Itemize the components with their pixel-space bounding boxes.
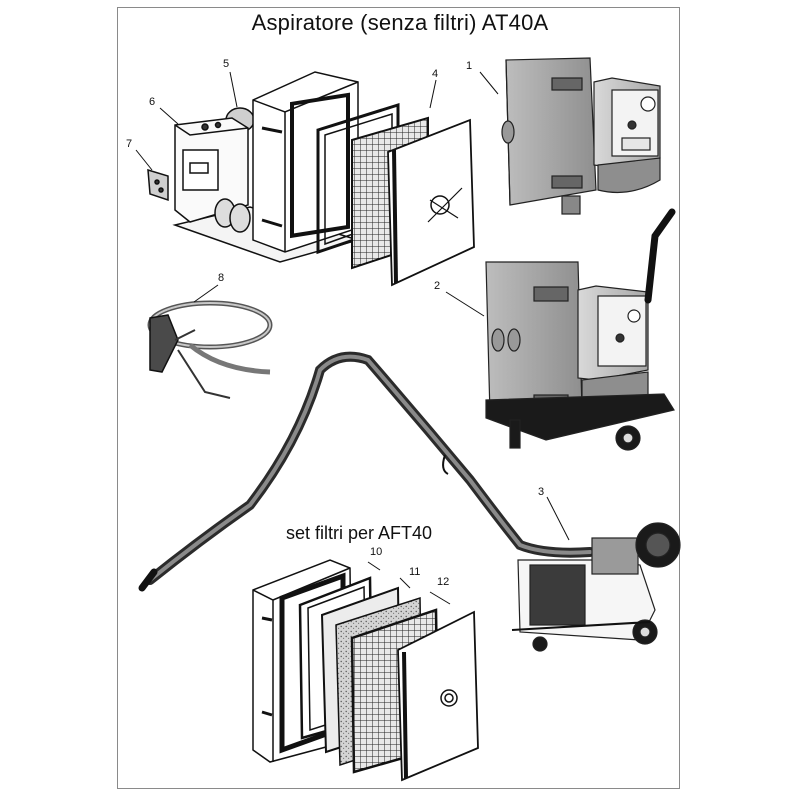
aspirator-with-hose	[138, 351, 681, 652]
leader-lines	[135, 71, 570, 605]
filter-door	[397, 610, 479, 782]
callout-3: 3	[538, 486, 545, 498]
filter-set-label: set filtri per AFT40	[286, 523, 433, 543]
filter-set	[252, 559, 479, 782]
callout-7: 7	[126, 138, 133, 150]
callout-4: 4	[432, 68, 439, 80]
callout-10: 10	[370, 546, 383, 558]
filter-housing	[252, 71, 359, 253]
callout-12: 12	[437, 576, 450, 588]
aspirator-cart	[485, 208, 676, 451]
callout-8: 8	[218, 272, 225, 284]
aspirator-unit	[501, 57, 661, 215]
exploded-assembly	[147, 71, 475, 287]
callout-2: 2	[434, 280, 441, 292]
callout-11: 11	[409, 566, 421, 578]
remote-control-unit	[147, 168, 169, 202]
ground-clamp	[147, 300, 273, 399]
callout-6: 6	[149, 96, 156, 108]
page-title: Aspiratore (senza filtri) AT40A	[251, 10, 549, 35]
callout-5: 5	[223, 58, 230, 70]
callout-1: 1	[466, 60, 473, 72]
